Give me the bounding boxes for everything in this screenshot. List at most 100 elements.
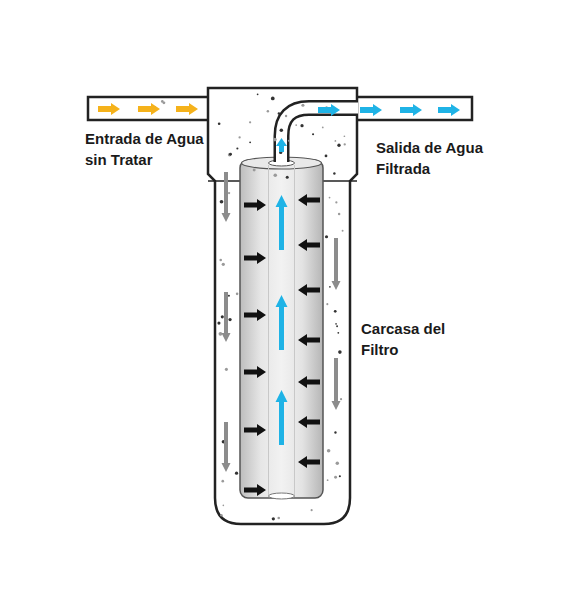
speckle bbox=[272, 517, 275, 520]
filter-housing bbox=[208, 88, 357, 524]
speckle bbox=[327, 479, 329, 481]
speckle bbox=[228, 318, 231, 321]
speckle bbox=[278, 112, 280, 114]
speckle bbox=[220, 200, 224, 204]
speckle bbox=[326, 303, 328, 305]
speckle bbox=[217, 322, 220, 325]
outlet-arrow bbox=[400, 104, 422, 116]
speckle bbox=[223, 505, 225, 507]
inlet-arrow bbox=[138, 103, 160, 115]
speckle bbox=[325, 155, 328, 158]
speckle bbox=[295, 124, 297, 126]
speckle bbox=[334, 476, 337, 479]
inlet-arrow bbox=[98, 103, 120, 115]
part-label: Carcasa del Filtro bbox=[361, 318, 461, 360]
speckle bbox=[344, 135, 346, 137]
inflow-arrow bbox=[298, 194, 320, 206]
speckle bbox=[249, 141, 251, 143]
speckle bbox=[228, 295, 230, 297]
sediment-speckles bbox=[138, 93, 346, 520]
filter-cartridge bbox=[240, 160, 323, 498]
speckle bbox=[288, 140, 290, 142]
speckle bbox=[335, 201, 337, 203]
speckle bbox=[344, 143, 346, 145]
speckle bbox=[267, 110, 269, 112]
speckle bbox=[228, 153, 231, 156]
inflow-arrow bbox=[244, 309, 266, 321]
speckle bbox=[219, 259, 222, 262]
speckle bbox=[249, 121, 251, 123]
inflow-arrow bbox=[298, 376, 320, 388]
speckle bbox=[327, 449, 331, 453]
speckle bbox=[322, 127, 324, 129]
inlet-arrow bbox=[176, 103, 198, 115]
speckle bbox=[335, 323, 337, 325]
core-wall bbox=[268, 165, 269, 495]
speckle bbox=[277, 517, 280, 520]
speckle bbox=[336, 325, 338, 327]
speckle bbox=[253, 169, 256, 172]
inflow-arrow bbox=[244, 424, 266, 436]
speckle bbox=[337, 332, 339, 334]
inflow-arrow bbox=[298, 239, 320, 251]
speckle bbox=[220, 514, 223, 517]
filtered-flow-arrow bbox=[276, 195, 288, 250]
downflow-arrow bbox=[332, 238, 341, 290]
outlet-arrow bbox=[318, 104, 340, 116]
speckle bbox=[325, 235, 328, 238]
speckle bbox=[300, 124, 303, 127]
inflow-arrow bbox=[244, 199, 266, 211]
speckle bbox=[336, 462, 339, 465]
speckle bbox=[162, 101, 165, 104]
speckle bbox=[301, 104, 304, 107]
speckle bbox=[338, 213, 340, 215]
outlet-tube bbox=[282, 108, 359, 162]
inflow-arrow bbox=[298, 456, 320, 468]
speckle bbox=[285, 115, 287, 117]
speckle bbox=[329, 197, 331, 199]
speckle bbox=[273, 173, 277, 177]
speckle bbox=[219, 332, 223, 336]
inflow-arrow bbox=[298, 284, 320, 296]
speckle bbox=[334, 140, 336, 142]
cartridge-core-bottom bbox=[269, 493, 295, 499]
filtered-flow-arrow bbox=[276, 295, 288, 350]
speckle bbox=[221, 315, 224, 318]
speckle bbox=[338, 350, 342, 354]
speckle bbox=[229, 153, 232, 156]
speckle bbox=[312, 133, 314, 135]
speckle bbox=[334, 310, 337, 313]
speckle bbox=[271, 97, 275, 101]
speckle bbox=[228, 192, 230, 194]
speckle bbox=[339, 475, 341, 477]
speckle bbox=[236, 147, 238, 149]
part-label: Entrada de Agua sin Tratar bbox=[85, 128, 207, 170]
speckle bbox=[286, 176, 289, 179]
inflow-arrow bbox=[244, 366, 266, 378]
speckle bbox=[257, 93, 259, 95]
inflow-arrow bbox=[298, 416, 320, 428]
speckle bbox=[333, 172, 335, 174]
speckle bbox=[329, 286, 331, 288]
inflow-arrow bbox=[298, 334, 320, 346]
inflow-arrow bbox=[244, 484, 266, 496]
speckle bbox=[311, 509, 313, 511]
inflow-arrow bbox=[244, 252, 266, 264]
speckle bbox=[342, 230, 344, 232]
speckle bbox=[238, 136, 240, 138]
speckle bbox=[221, 480, 224, 483]
outlet-arrow bbox=[438, 104, 460, 116]
speckle bbox=[280, 128, 284, 132]
speckle bbox=[236, 293, 239, 296]
speckle bbox=[222, 263, 225, 266]
speckle bbox=[235, 472, 238, 475]
outlet-arrow bbox=[276, 138, 287, 152]
speckle bbox=[337, 144, 340, 147]
downflow-arrow bbox=[222, 172, 231, 222]
filtered-flow-arrow bbox=[276, 390, 288, 445]
speckle bbox=[340, 398, 342, 400]
core-wall bbox=[294, 165, 295, 495]
downflow-arrow bbox=[332, 358, 341, 410]
